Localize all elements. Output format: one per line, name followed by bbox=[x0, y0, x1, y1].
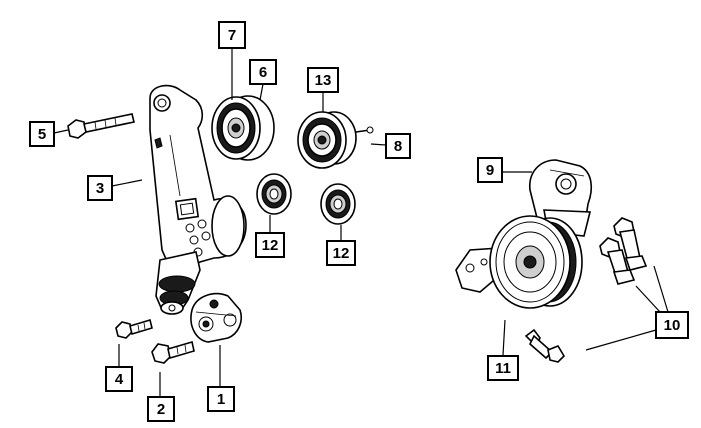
callout-3: 3 bbox=[87, 175, 113, 201]
callout-12b: 12 bbox=[326, 240, 356, 266]
callout-13-label: 13 bbox=[315, 72, 332, 89]
tensioner-strut bbox=[155, 251, 201, 315]
callout-12b-label: 12 bbox=[333, 245, 350, 262]
callout-4-label: 4 bbox=[115, 371, 124, 388]
callout-1: 1 bbox=[207, 386, 235, 412]
callout-10-label: 10 bbox=[664, 317, 681, 334]
callout-2: 2 bbox=[147, 396, 175, 422]
bracket-1 bbox=[190, 292, 243, 343]
callout-10: 10 bbox=[655, 311, 689, 339]
callout-9-label: 9 bbox=[486, 162, 494, 179]
leader-lines bbox=[53, 49, 669, 396]
callout-6-label: 6 bbox=[259, 64, 267, 81]
bolt-10b bbox=[599, 237, 636, 285]
callout-9: 9 bbox=[477, 157, 503, 183]
callout-5: 5 bbox=[29, 121, 55, 147]
dust-shield-12b bbox=[320, 183, 356, 225]
tensioner-arm-3 bbox=[149, 84, 247, 273]
callout-3-label: 3 bbox=[96, 180, 104, 197]
callout-1-label: 1 bbox=[217, 391, 225, 408]
idler-pulley-6 bbox=[211, 95, 275, 161]
idler-pulley-13 bbox=[297, 111, 374, 169]
callout-12a-label: 12 bbox=[262, 237, 279, 254]
bolt-10a bbox=[613, 217, 648, 271]
callout-11-label: 11 bbox=[495, 360, 511, 377]
callout-8: 8 bbox=[385, 133, 411, 159]
tensioner-pulley-11 bbox=[489, 215, 583, 309]
callout-2-label: 2 bbox=[157, 401, 165, 418]
callout-8-label: 8 bbox=[394, 138, 402, 155]
bolt-4 bbox=[115, 318, 153, 339]
bolt-10c bbox=[524, 328, 566, 363]
callout-7-label: 7 bbox=[228, 27, 236, 44]
callout-11: 11 bbox=[487, 355, 519, 381]
callout-6: 6 bbox=[249, 59, 277, 85]
callout-12a: 12 bbox=[255, 232, 285, 258]
callout-4: 4 bbox=[105, 366, 133, 392]
callout-7: 7 bbox=[218, 21, 246, 49]
dust-shield-12a bbox=[256, 173, 292, 215]
bolt-5 bbox=[67, 113, 135, 139]
callout-13: 13 bbox=[307, 67, 339, 93]
callout-5-label: 5 bbox=[38, 126, 46, 143]
bolt-2 bbox=[151, 340, 195, 364]
